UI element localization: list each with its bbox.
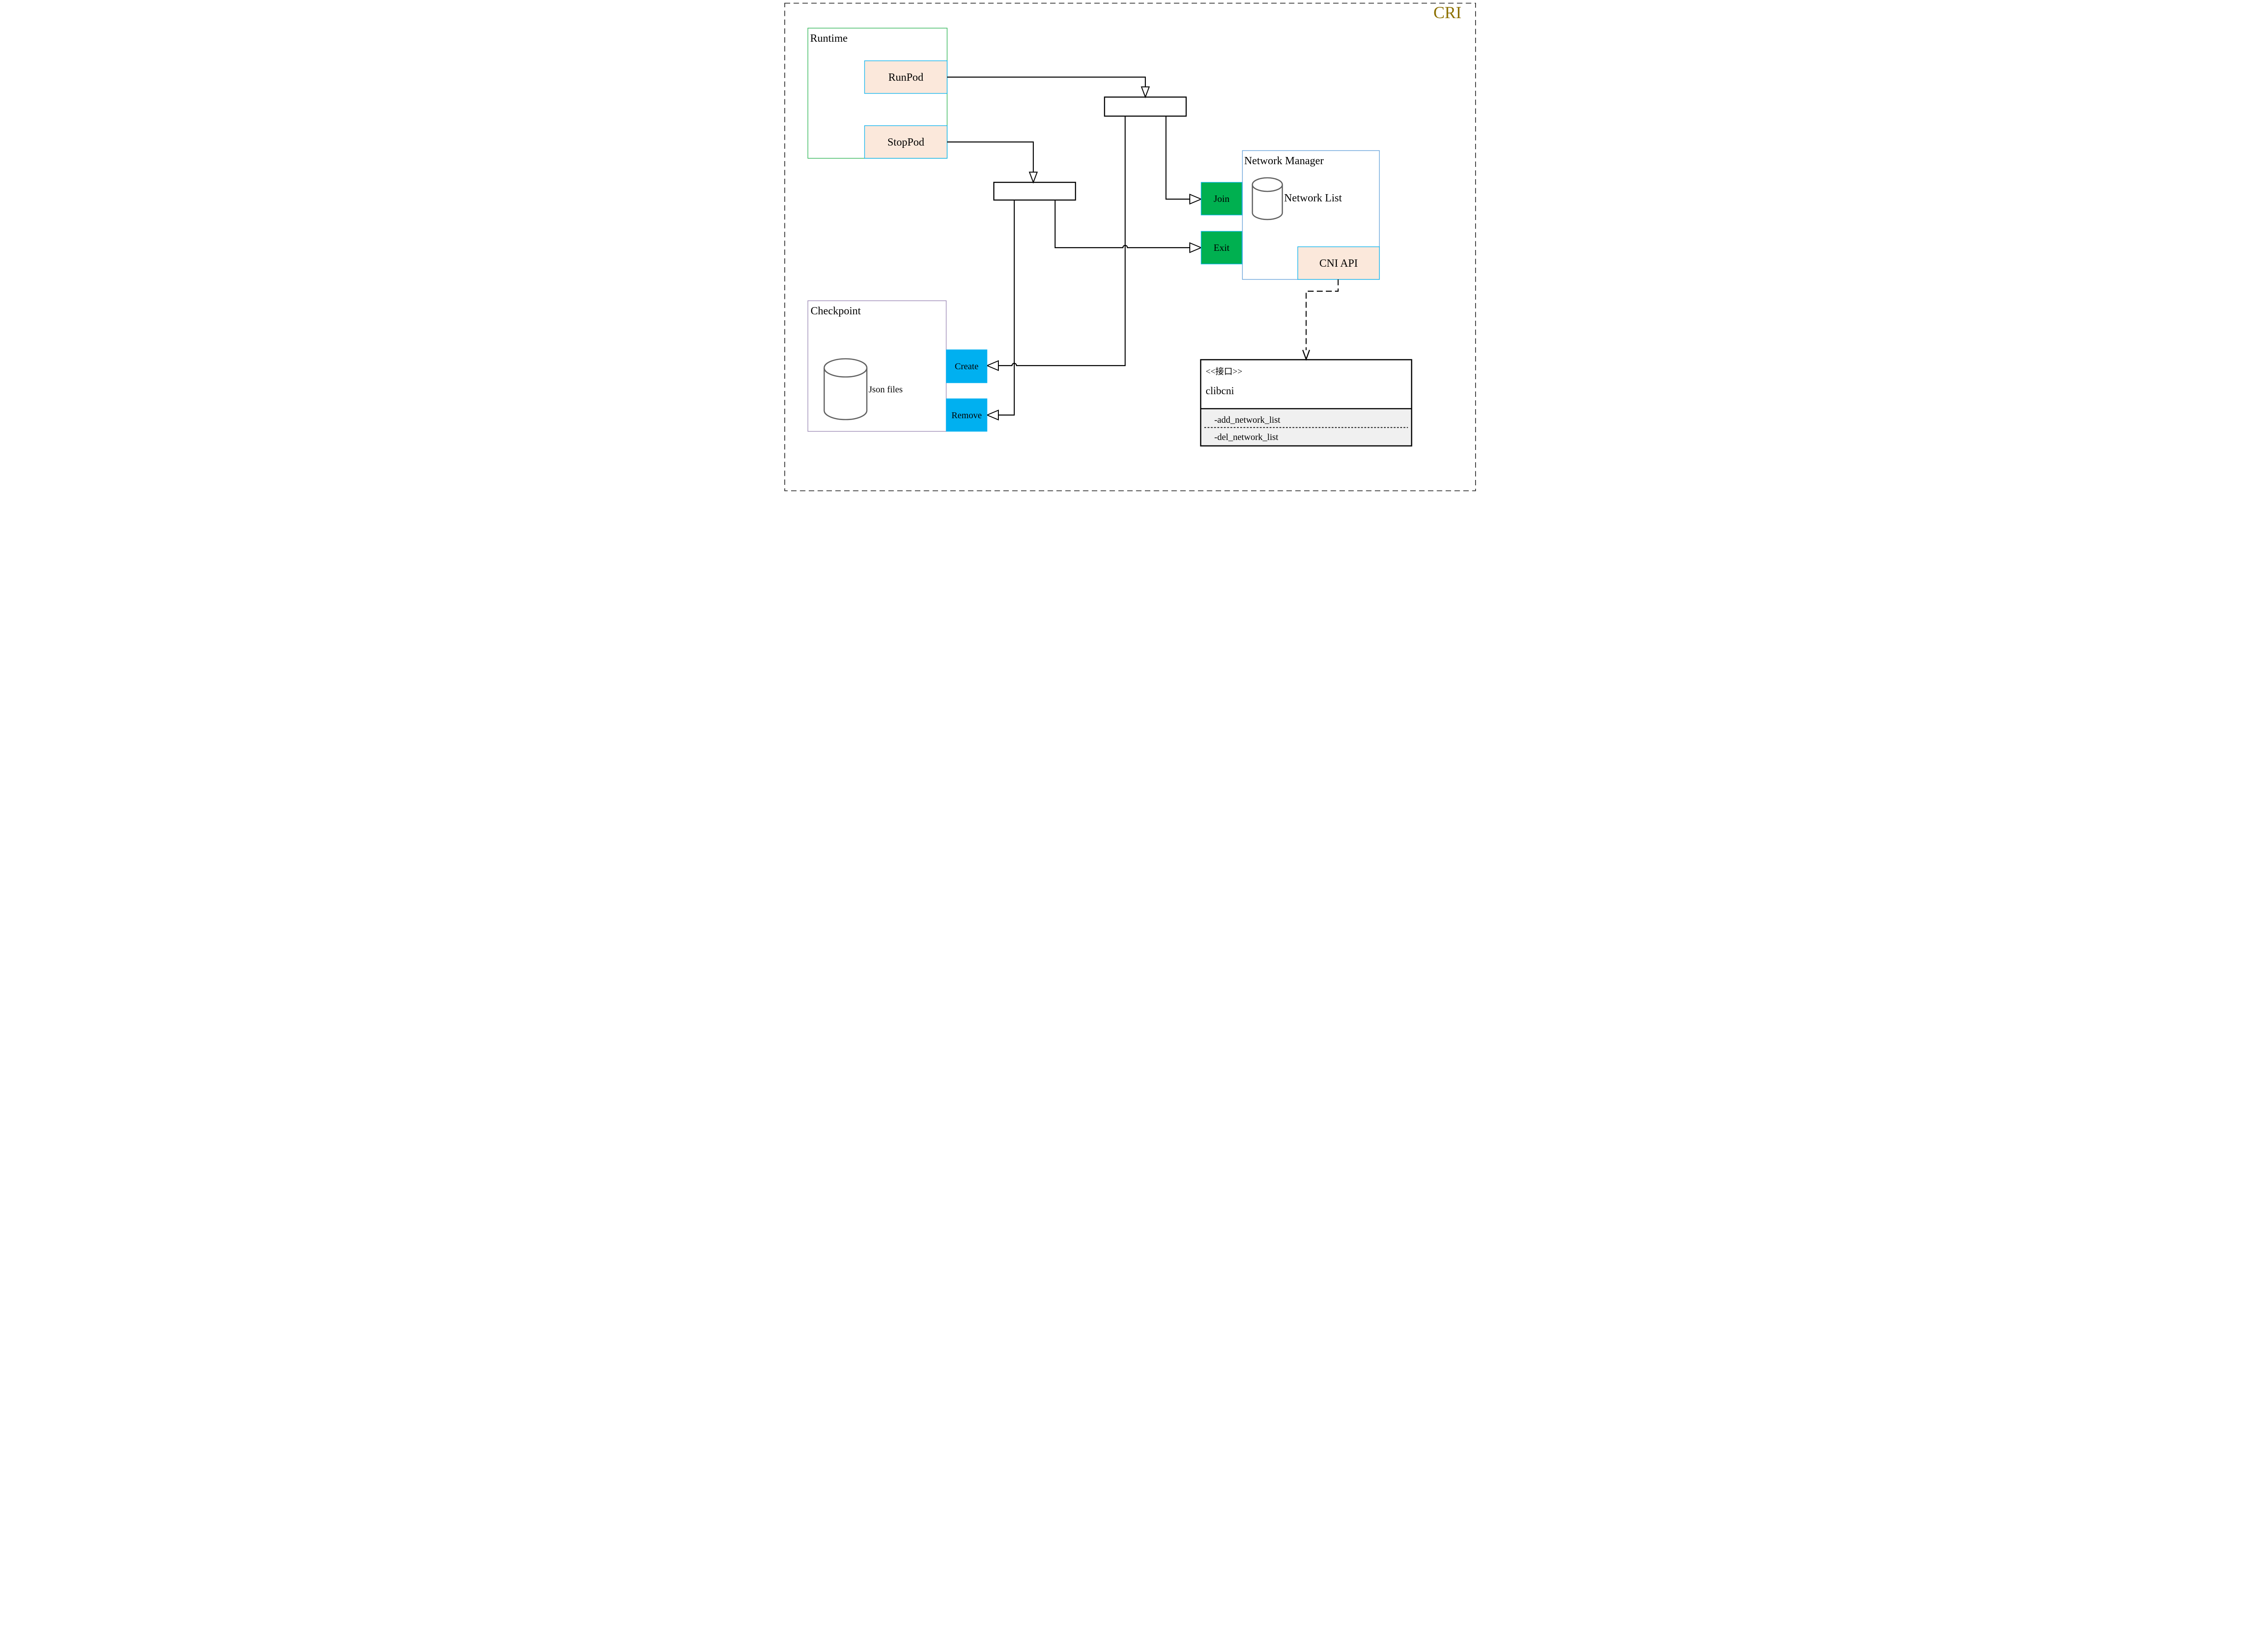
clibcni-name: clibcni bbox=[1206, 385, 1234, 396]
json-files-label: Json files bbox=[869, 385, 903, 395]
runpod-label: RunPod bbox=[888, 72, 923, 83]
exit-label: Exit bbox=[1213, 242, 1229, 253]
network-list-database-top-icon bbox=[1251, 177, 1283, 192]
network-list-label: Network List bbox=[1284, 192, 1342, 204]
connector-stoppod-junction bbox=[947, 141, 1034, 172]
checkpoint-label: Checkpoint bbox=[811, 305, 861, 317]
remove-label: Remove bbox=[951, 411, 982, 420]
clibcni-method-add: -add_network_list bbox=[1214, 415, 1281, 425]
stoppod-junction-box bbox=[993, 181, 1076, 201]
connector-runpod-junction bbox=[947, 76, 1146, 87]
connector-junction-exit bbox=[1054, 200, 1190, 249]
clibcni-interface-box bbox=[1200, 359, 1412, 447]
arrowhead-remove-icon bbox=[985, 409, 999, 421]
network-list-database-icon bbox=[1251, 185, 1283, 220]
arrowhead-create-icon bbox=[985, 360, 999, 371]
arrowhead-clibcni-icon bbox=[1302, 350, 1310, 361]
clibcni-stereotype: <<接口>> bbox=[1206, 367, 1242, 376]
clibcni-method-del: -del_network_list bbox=[1214, 432, 1279, 442]
join-label: Join bbox=[1213, 193, 1230, 204]
diagram-canvas: CRI Runtime RunPod StopPod Network Manag… bbox=[782, 0, 1486, 494]
network-manager-label: Network Manager bbox=[1244, 155, 1324, 167]
runtime-label: Runtime bbox=[810, 33, 848, 44]
connector-cniapi-clibcni bbox=[1305, 279, 1339, 350]
create-node bbox=[946, 349, 987, 383]
cri-title: CRI bbox=[1433, 4, 1461, 22]
create-label: Create bbox=[954, 362, 978, 371]
cni-api-label: CNI API bbox=[1319, 258, 1358, 269]
join-node bbox=[1200, 182, 1242, 215]
json-files-database-top-icon bbox=[823, 358, 867, 378]
stoppod-node bbox=[864, 125, 948, 159]
connector-junction-join bbox=[1165, 116, 1190, 200]
connector-junction-remove bbox=[998, 200, 1015, 416]
connector-junction-create bbox=[998, 116, 1126, 367]
arrowhead-exit-icon bbox=[1189, 242, 1202, 254]
stoppod-label: StopPod bbox=[887, 137, 924, 148]
arrowhead-stoppod-junction-icon bbox=[1028, 171, 1038, 184]
arrowhead-runpod-junction-icon bbox=[1140, 86, 1150, 98]
arrowhead-join-icon bbox=[1189, 193, 1202, 205]
runpod-junction-box bbox=[1104, 96, 1187, 117]
json-files-database-icon bbox=[823, 368, 867, 420]
runpod-node bbox=[864, 60, 948, 94]
exit-node bbox=[1200, 231, 1242, 264]
remove-node bbox=[946, 398, 987, 432]
diagram-border bbox=[784, 3, 1476, 491]
